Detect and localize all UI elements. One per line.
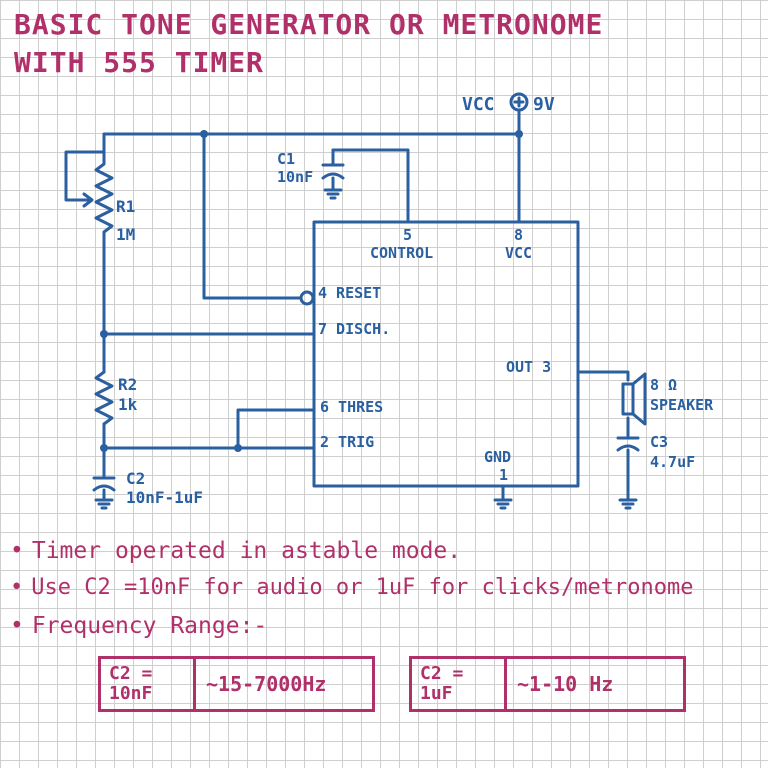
bullet: • <box>10 613 24 639</box>
pin-gnd-num: 1 <box>499 466 508 484</box>
frequency-cap-cell: C2 = 10nF <box>101 659 196 709</box>
r1-potentiometer <box>94 150 114 242</box>
c2-capacitor <box>92 468 116 492</box>
speaker-body <box>621 382 635 416</box>
note-text: Timer operated in astable mode. <box>31 538 462 564</box>
wire-thres <box>236 408 316 450</box>
r1-value: 1M <box>116 225 135 244</box>
wire-out <box>576 370 630 502</box>
r1-wiper-arrow <box>82 192 94 208</box>
junction <box>100 330 108 338</box>
cap-line-1: C2 = <box>420 663 464 684</box>
frequency-box-1uf: C2 = 1uF ~1-10 Hz <box>409 656 686 712</box>
ground-c1-icon <box>323 188 343 200</box>
pin-vcc-label: VCC <box>505 244 532 262</box>
wire-gnd <box>102 176 505 502</box>
c2-value: 10nF-1uF <box>126 488 203 507</box>
r2-resistor <box>94 370 114 426</box>
vcc-label: VCC <box>462 94 495 115</box>
speaker-label: SPEAKER <box>650 396 714 414</box>
frequency-range-cell: ~1-10 Hz <box>517 672 614 696</box>
pin-control-num: 5 <box>403 226 412 244</box>
pin-vcc-num: 8 <box>514 226 523 244</box>
r2-name: R2 <box>118 375 137 394</box>
ground-c3-icon <box>618 498 638 510</box>
wire-top-rail <box>102 110 521 224</box>
pin-gnd-label: GND <box>484 448 511 466</box>
title-line-2: WITH 555 TIMER <box>14 46 265 79</box>
r2-value: 1k <box>118 395 138 414</box>
ic-555-body <box>312 220 580 488</box>
speaker-cone <box>631 372 647 426</box>
ground-ic-icon <box>493 498 513 510</box>
frequency-range-cell: ~15-7000Hz <box>206 672 327 696</box>
speaker-value: 8 Ω <box>650 376 677 394</box>
junction <box>515 130 523 138</box>
wire-control <box>331 148 410 224</box>
ground-c2-icon <box>94 498 114 510</box>
c1-name: C1 <box>277 150 295 168</box>
pin-disch-label: 7 DISCH. <box>318 320 390 338</box>
cap-line-1: C2 = <box>109 663 153 684</box>
note-text: Frequency Range:- <box>31 613 268 639</box>
vcc-terminal-icon <box>509 92 529 112</box>
cap-line-2: 10nF <box>109 683 153 704</box>
pin-out-label: OUT 3 <box>506 358 551 376</box>
r1-wiper <box>64 150 106 202</box>
c3-name: C3 <box>650 433 668 451</box>
c3-value: 4.7uF <box>650 453 695 471</box>
pin-reset-label: 4 RESET <box>318 284 381 302</box>
c1-value: 10nF <box>277 168 313 186</box>
pin-control-label: CONTROL <box>370 244 433 262</box>
junctions <box>100 130 523 452</box>
title-line-1: BASIC TONE GENERATOR OR METRONOME <box>14 8 604 41</box>
pin-thres-label: 6 THRES <box>320 398 383 416</box>
bullet: • <box>10 575 24 600</box>
c3-capacitor <box>616 436 640 466</box>
junction <box>200 130 208 138</box>
junction <box>100 444 108 452</box>
frequency-box-10nf: C2 = 10nF ~15-7000Hz <box>98 656 375 712</box>
r1-name: R1 <box>116 197 135 216</box>
pin-trig-label: 2 TRIG <box>320 433 374 451</box>
vcc-voltage: 9V <box>533 94 555 115</box>
frequency-cap-cell: C2 = 1uF <box>412 659 507 709</box>
reset-bubble <box>299 290 315 306</box>
note-astable: • Timer operated in astable mode. <box>10 538 461 564</box>
bullet: • <box>10 538 24 564</box>
cap-line-2: 1uF <box>420 683 453 704</box>
c2-name: C2 <box>126 469 145 488</box>
wire-reset <box>202 132 302 300</box>
note-text: Use C2 =10nF for audio or 1uF for clicks… <box>31 575 694 600</box>
c1-capacitor <box>321 148 345 180</box>
schematic: VCC 9V R1 1M C1 10nF R2 1k C2 10nF-1uF 8… <box>64 92 714 510</box>
note-frequency-range: • Frequency Range:- <box>10 613 267 639</box>
note-c2-usage: • Use C2 =10nF for audio or 1uF for click… <box>10 575 694 600</box>
junction <box>234 444 242 452</box>
